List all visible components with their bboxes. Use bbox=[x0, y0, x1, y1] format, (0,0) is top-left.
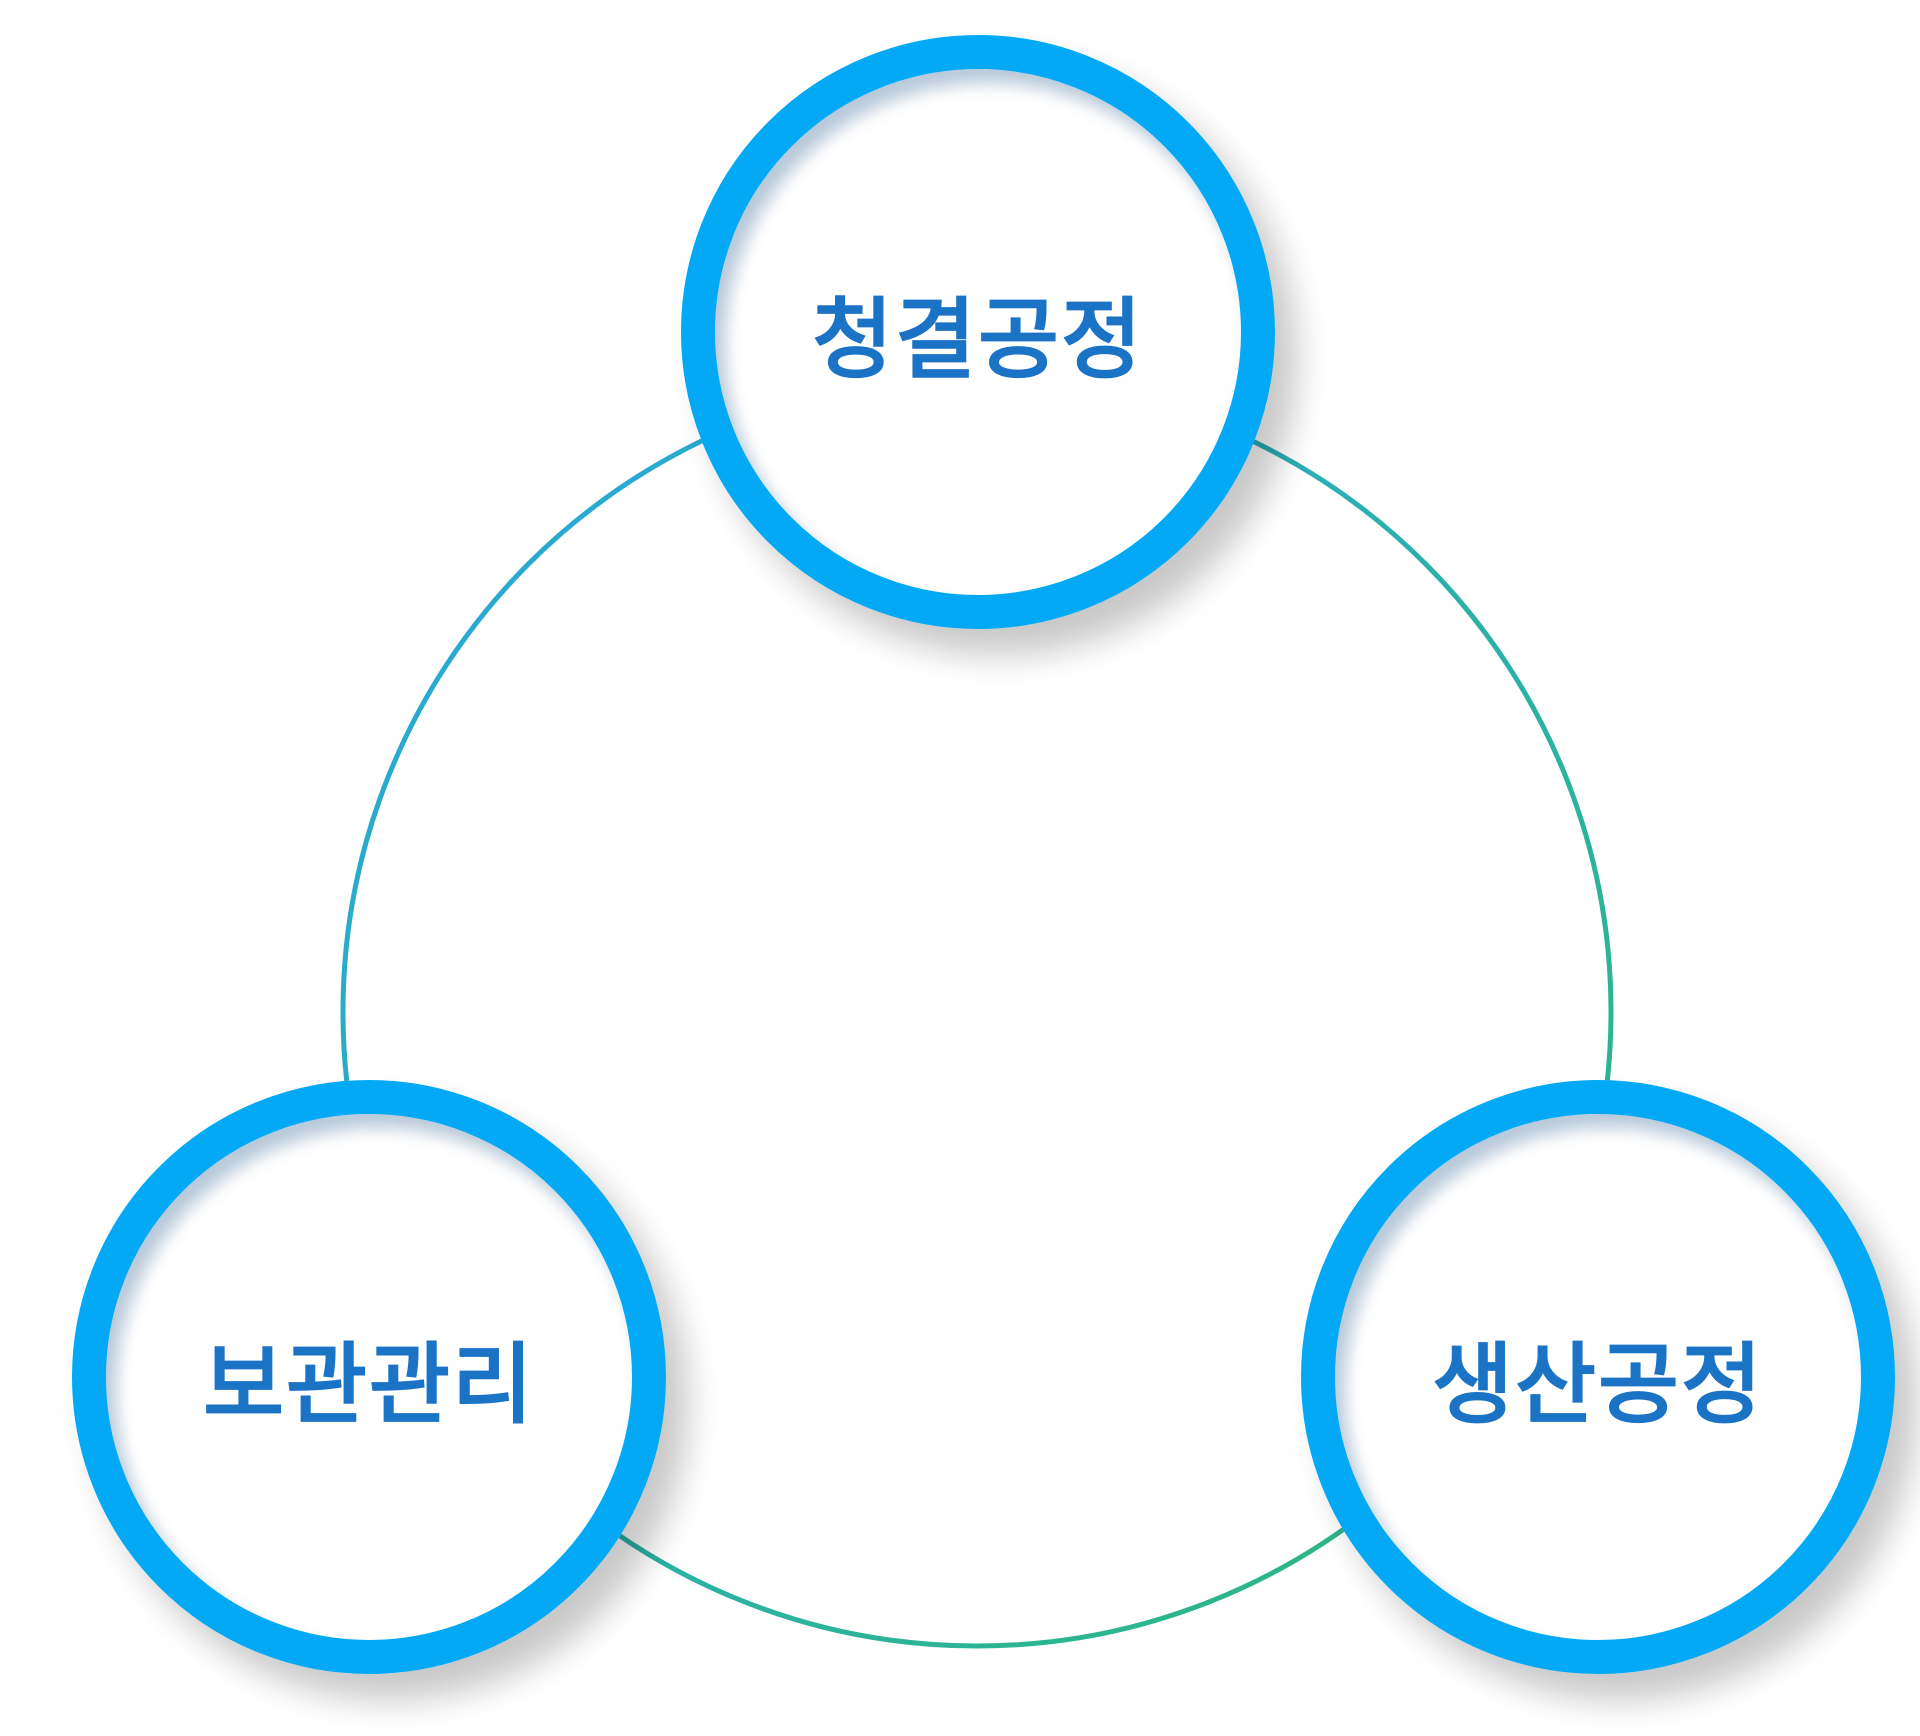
node-storage-management: 보관관리 bbox=[72, 1080, 666, 1674]
node-label: 보관관리 bbox=[203, 1332, 535, 1436]
node-label: 청결공정 bbox=[812, 287, 1144, 391]
node-production-process: 생산공정 bbox=[1301, 1080, 1895, 1674]
node-label: 생산공정 bbox=[1432, 1332, 1764, 1436]
node-cleaning-process: 청결공정 bbox=[681, 35, 1275, 629]
